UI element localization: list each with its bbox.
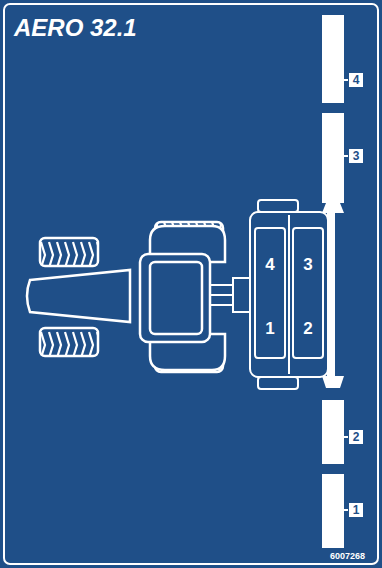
compartment-number: 2 <box>297 320 319 337</box>
frame <box>4 4 378 564</box>
title: AERO 32.1 <box>14 16 137 40</box>
callout-number: 2 <box>349 430 363 444</box>
compartment-number: 3 <box>297 256 319 273</box>
compartment-number: 1 <box>259 320 281 337</box>
compartment-number: 4 <box>259 256 281 273</box>
tractor <box>27 222 225 372</box>
leader-arrows <box>333 76 348 514</box>
callout-number: 4 <box>349 73 363 87</box>
hopper <box>250 200 334 389</box>
callout-number: 1 <box>349 503 363 517</box>
callout-number: 3 <box>349 149 363 163</box>
hitch <box>205 278 250 312</box>
part-number: 6007268 <box>330 552 365 561</box>
